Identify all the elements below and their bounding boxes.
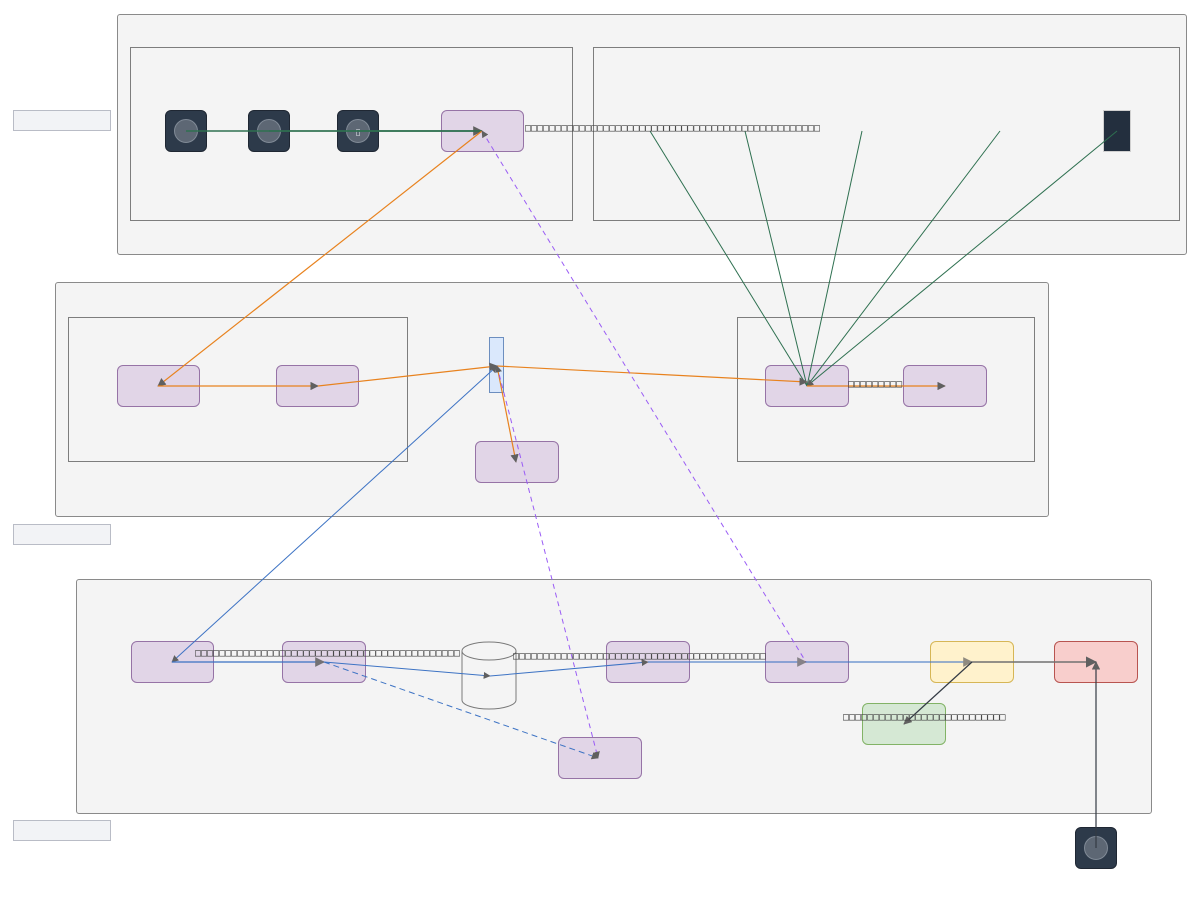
user-icon <box>1084 836 1108 860</box>
node-error[interactable] <box>1054 641 1138 683</box>
user-icon <box>257 119 281 143</box>
node-bot-4[interactable] <box>765 641 849 683</box>
actor-2[interactable] <box>248 110 290 152</box>
node-mid-3[interactable] <box>475 441 559 483</box>
actor-bottom[interactable] <box>1075 827 1117 869</box>
edge-label-warning-to-success: □□□□□□□□□□□□□□□□□□□□□□□□□□□ <box>843 712 1006 723</box>
node-database[interactable] <box>460 640 520 712</box>
node-mid-2[interactable] <box>276 365 359 407</box>
terminal-block[interactable] <box>1103 110 1131 152</box>
edge-label-bot1-to-bot2: □□□□□□□□□□□□□□□□□□□□□□□□□□□□□□□□□□□□□□□□… <box>195 648 460 659</box>
edge-label-db-to-bot3: □□□□□□□□□□□□□□□□□□□□□□□□□□□□□□□□□□□□□□□□… <box>513 651 766 662</box>
actor-1[interactable] <box>165 110 207 152</box>
user-icon <box>174 119 198 143</box>
node-mid-1[interactable] <box>117 365 200 407</box>
node-top-target[interactable] <box>441 110 524 152</box>
lane-tag-3[interactable] <box>13 820 111 841</box>
actor-3[interactable]: ▯ <box>337 110 379 152</box>
node-junction[interactable] <box>489 337 504 393</box>
node-success[interactable] <box>862 703 946 745</box>
lane-tag-1[interactable] <box>13 110 111 131</box>
node-mid-right-1[interactable] <box>765 365 849 407</box>
node-warning[interactable] <box>930 641 1014 683</box>
actor-3-glyph: ▯ <box>355 128 361 138</box>
node-mid-right-2[interactable] <box>903 365 987 407</box>
edge-label-top-flow: □□□□□□□□□□□□□□□□□□□□□□□□□□□□□□□□□□□□□□□□… <box>525 123 821 134</box>
edge-label-mid-right: □□□□□□□□□ <box>848 379 903 390</box>
lane-tag-2[interactable] <box>13 524 111 545</box>
node-bot-lower[interactable] <box>558 737 642 779</box>
